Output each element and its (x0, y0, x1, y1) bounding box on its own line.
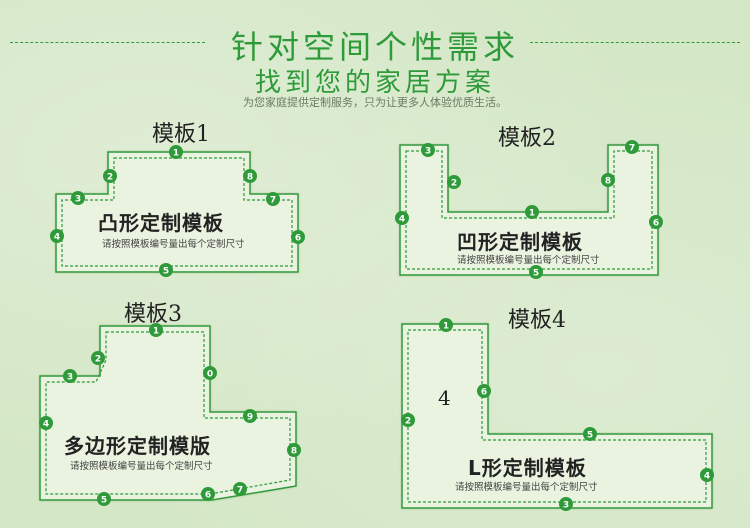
t2-marker-6: 6 (649, 215, 663, 229)
svg-text:2: 2 (451, 179, 457, 189)
t3-marker-3: 3 (63, 369, 77, 383)
template-4-note: 请按照模板编号量出每个定制尺寸 (455, 482, 598, 493)
svg-text:1: 1 (153, 327, 159, 337)
t2-marker-5: 5 (529, 265, 543, 279)
svg-text:5: 5 (101, 496, 107, 506)
t1-marker-4: 4 (50, 229, 64, 243)
svg-text:3: 3 (75, 195, 81, 205)
svg-text:5: 5 (533, 269, 539, 279)
header-divider-left (10, 42, 205, 43)
template-2-label: 模板2 (498, 126, 556, 151)
svg-text:6: 6 (653, 219, 659, 229)
t1-marker-1: 1 (169, 145, 183, 159)
t3-marker-1: 1 (149, 323, 163, 337)
header-tagline: 为您家庭提供定制服务，只为让更多人体验优质生活。 (243, 96, 507, 109)
template-4-shape (401, 323, 713, 509)
t3-marker-6: 6 (201, 487, 215, 501)
t1-marker-2: 2 (103, 169, 117, 183)
template-3-name: 多边形定制模版 (64, 434, 211, 458)
t2-marker-2: 2 (447, 175, 461, 189)
t4-marker-6: 6 (477, 384, 491, 398)
t2-marker-7: 7 (625, 140, 639, 154)
svg-text:3: 3 (563, 501, 569, 511)
svg-text:2: 2 (405, 417, 411, 427)
svg-text:7: 7 (629, 144, 635, 154)
t2-marker-8: 8 (601, 173, 615, 187)
header-subtitle: 找到您的家居方案 (254, 68, 495, 98)
template-2-note: 请按照模板编号量出每个定制尺寸 (457, 255, 600, 266)
svg-text:6: 6 (295, 234, 301, 244)
svg-text:1: 1 (529, 209, 535, 219)
header-title: 针对空间个性需求 (230, 28, 519, 66)
svg-text:6: 6 (205, 491, 211, 501)
t2-marker-1: 1 (525, 205, 539, 219)
svg-text:0: 0 (207, 370, 213, 380)
t4-marker-1: 1 (439, 318, 453, 332)
t4-marker-4: 4 (700, 468, 714, 482)
t1-marker-7: 7 (266, 192, 280, 206)
template-1-shape (55, 151, 299, 273)
svg-text:5: 5 (163, 267, 169, 277)
template-2-shape (399, 144, 659, 276)
t3-marker-5: 5 (97, 492, 111, 506)
t2-marker-3: 3 (421, 143, 435, 157)
header-divider-right (530, 42, 740, 43)
svg-text:7: 7 (237, 486, 243, 496)
svg-text:9: 9 (247, 413, 253, 423)
t1-marker-3: 3 (71, 191, 85, 205)
t3-marker-9: 9 (243, 409, 257, 423)
svg-text:1: 1 (173, 149, 179, 159)
svg-text:8: 8 (291, 447, 297, 457)
template-4-name: L形定制模板 (468, 456, 587, 480)
template-1-label: 模板1 (152, 122, 210, 147)
t3-marker-0: 0 (203, 366, 217, 380)
svg-text:3: 3 (425, 147, 431, 157)
t3-marker-2: 2 (91, 351, 105, 365)
svg-text:8: 8 (605, 177, 611, 187)
t4-marker-3: 3 (559, 497, 573, 511)
svg-text:4: 4 (54, 233, 60, 243)
t3-marker-4: 4 (39, 416, 53, 430)
t1-marker-8: 8 (243, 169, 257, 183)
template-4-extra-number: 4 (438, 386, 451, 410)
t2-marker-4: 4 (395, 211, 409, 225)
svg-text:6: 6 (481, 388, 487, 398)
t1-marker-6: 6 (291, 230, 305, 244)
template-1-name: 凸形定制模板 (98, 211, 224, 235)
svg-text:8: 8 (247, 173, 253, 183)
svg-text:7: 7 (270, 196, 276, 206)
t4-marker-2: 2 (401, 413, 415, 427)
template-3-label: 模板3 (124, 302, 182, 327)
template-2-name: 凹形定制模板 (457, 230, 583, 254)
svg-text:3: 3 (67, 373, 73, 383)
svg-text:4: 4 (399, 215, 405, 225)
svg-text:5: 5 (587, 431, 593, 441)
t4-marker-5: 5 (583, 427, 597, 441)
svg-text:1: 1 (443, 322, 449, 332)
t1-marker-5: 5 (159, 263, 173, 277)
svg-text:2: 2 (107, 173, 113, 183)
svg-text:2: 2 (95, 355, 101, 365)
template-3-shape (39, 325, 297, 501)
t3-marker-8: 8 (287, 443, 301, 457)
template-4-label: 模板4 (508, 308, 566, 333)
svg-text:4: 4 (704, 472, 710, 482)
svg-text:4: 4 (43, 420, 49, 430)
template-1-note: 请按照模板编号量出每个定制尺寸 (102, 239, 245, 250)
template-3-note: 请按照模板编号量出每个定制尺寸 (70, 461, 213, 472)
t3-marker-7: 7 (233, 482, 247, 496)
